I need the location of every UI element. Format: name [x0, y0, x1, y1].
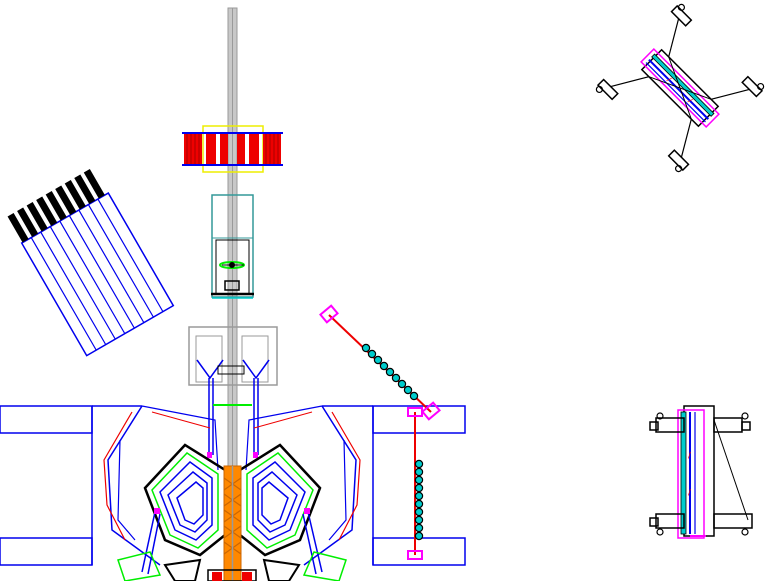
svg-text:/: /: [665, 76, 673, 84]
rotated-detector-module: / /: [595, 3, 765, 173]
upright-detector-module: / /: [649, 405, 753, 539]
diagonal-counter-arm: [319, 304, 441, 421]
photomultiplier-tubes: [7, 169, 105, 243]
tilted-detector-array: [7, 169, 175, 357]
vertex-detector: [223, 465, 242, 581]
magnet-yoke: [103, 404, 361, 566]
magnet-coil-left: [184, 134, 202, 164]
vertical-counter-arm: [407, 407, 424, 560]
counter-tubes-vertical: [414, 459, 424, 541]
support-frame: [0, 405, 466, 566]
magnet-coil-right: [263, 134, 281, 164]
target-chamber: [211, 194, 254, 299]
quadrupole-magnet: [182, 125, 283, 173]
central-spectrometer: [0, 404, 466, 581]
forward-detectors: [117, 508, 347, 581]
counter-tubes-diagonal: [361, 343, 419, 401]
collimator-block: [188, 326, 278, 458]
drift-chamber-left: [143, 443, 227, 557]
svg-text:/: /: [686, 97, 694, 105]
svg-text:/: /: [688, 451, 691, 460]
svg-text:/: /: [688, 488, 691, 497]
